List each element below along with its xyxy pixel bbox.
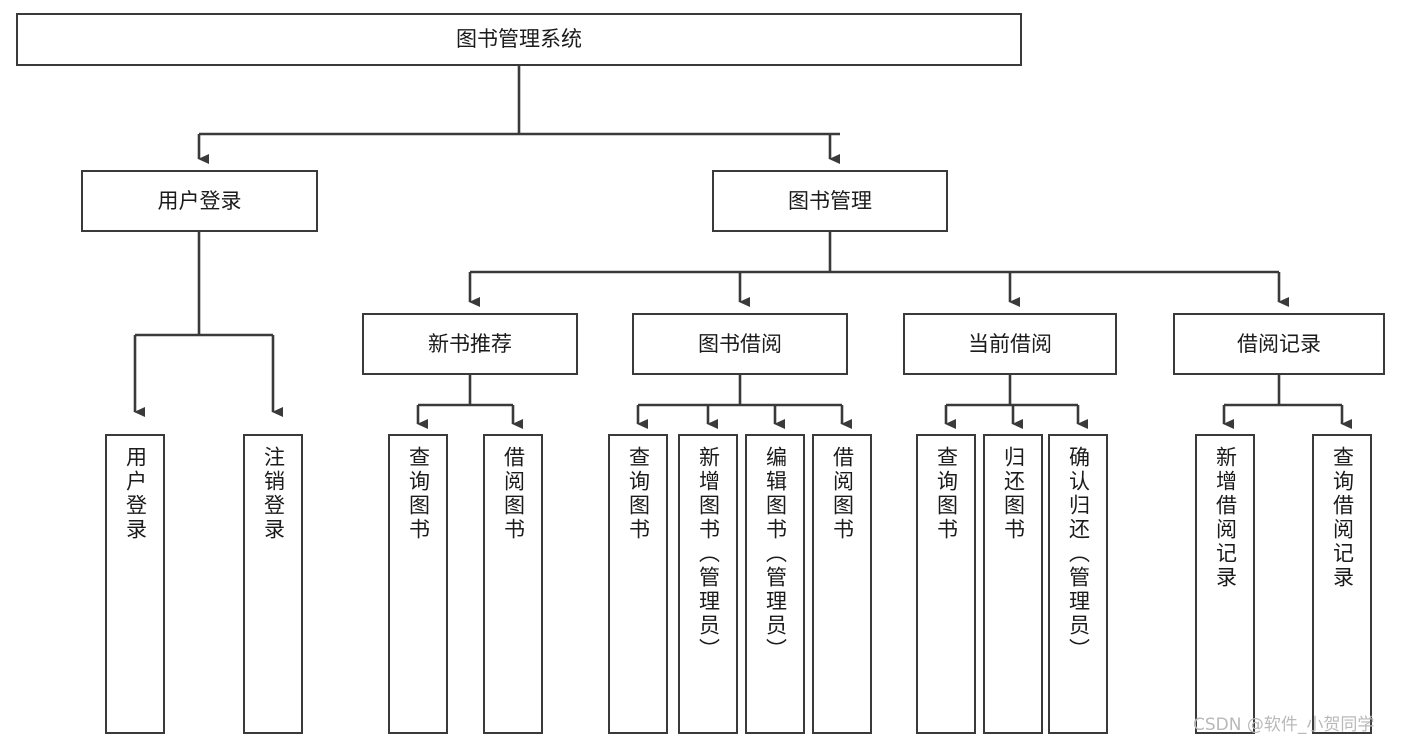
node-leaf-query-book-1-label: 查询图书 — [406, 446, 431, 542]
node-leaf-borrow-book-1[interactable]: 借阅图书 — [483, 434, 543, 734]
node-leaf-query-book-3[interactable]: 查询图书 — [916, 434, 976, 734]
node-leaf-user-login[interactable]: 用户登录 — [105, 434, 165, 734]
node-current-borrow[interactable]: 当前借阅 — [903, 313, 1117, 375]
node-user-login[interactable]: 用户登录 — [81, 170, 318, 232]
node-leaf-query-book-2[interactable]: 查询图书 — [608, 434, 668, 734]
node-leaf-confirm-return-label: 确认归还（管理员） — [1066, 446, 1091, 662]
node-book-manage[interactable]: 图书管理 — [712, 170, 948, 232]
node-leaf-logout[interactable]: 注销登录 — [243, 434, 303, 734]
node-leaf-query-book-3-label: 查询图书 — [934, 446, 959, 542]
node-book-borrow[interactable]: 图书借阅 — [632, 313, 848, 375]
node-leaf-return-book-label: 归还图书 — [1001, 446, 1026, 542]
node-leaf-add-book-label: 新增图书（管理员） — [696, 446, 721, 662]
node-leaf-edit-book[interactable]: 编辑图书（管理员） — [745, 434, 805, 734]
node-leaf-return-book[interactable]: 归还图书 — [983, 434, 1043, 734]
node-leaf-query-record-label: 查询借阅记录 — [1330, 446, 1355, 590]
node-leaf-borrow-book-2[interactable]: 借阅图书 — [812, 434, 872, 734]
node-borrow-record[interactable]: 借阅记录 — [1173, 313, 1385, 375]
node-leaf-logout-label: 注销登录 — [261, 446, 286, 542]
node-leaf-query-book-2-label: 查询图书 — [626, 446, 651, 542]
node-book-manage-label: 图书管理 — [788, 188, 872, 213]
node-root[interactable]: 图书管理系统 — [16, 13, 1022, 66]
node-root-label: 图书管理系统 — [456, 27, 582, 52]
node-leaf-borrow-book-2-label: 借阅图书 — [830, 446, 855, 542]
node-leaf-query-book-1[interactable]: 查询图书 — [388, 434, 448, 734]
node-leaf-borrow-book-1-label: 借阅图书 — [501, 446, 526, 542]
node-leaf-user-login-label: 用户登录 — [123, 446, 148, 542]
node-leaf-add-book[interactable]: 新增图书（管理员） — [678, 434, 738, 734]
node-new-book-recommend-label: 新书推荐 — [428, 331, 512, 356]
node-leaf-confirm-return[interactable]: 确认归还（管理员） — [1048, 434, 1108, 734]
node-user-login-label: 用户登录 — [157, 188, 242, 213]
node-new-book-recommend[interactable]: 新书推荐 — [362, 313, 578, 375]
node-borrow-record-label: 借阅记录 — [1237, 331, 1321, 356]
node-leaf-add-record-label: 新增借阅记录 — [1213, 446, 1238, 590]
node-leaf-query-record[interactable]: 查询借阅记录 — [1312, 434, 1372, 734]
node-leaf-edit-book-label: 编辑图书（管理员） — [763, 446, 788, 662]
node-current-borrow-label: 当前借阅 — [968, 331, 1052, 356]
node-leaf-add-record[interactable]: 新增借阅记录 — [1195, 434, 1255, 734]
node-book-borrow-label: 图书借阅 — [698, 331, 782, 356]
